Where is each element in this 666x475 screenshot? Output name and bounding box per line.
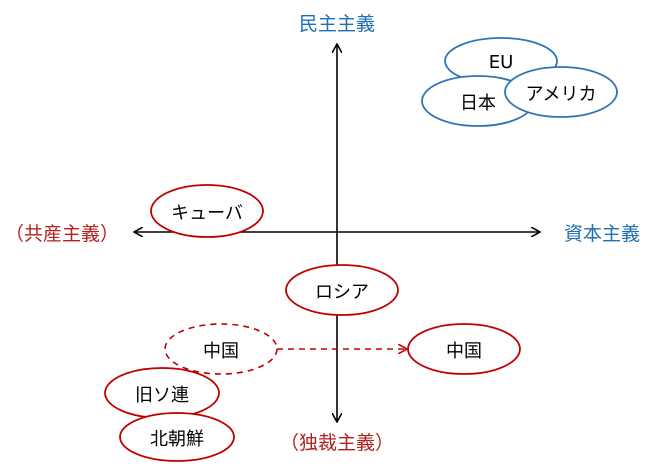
node-america: アメリカ <box>504 66 618 118</box>
node-cuba-label: キューバ <box>171 203 243 224</box>
axis-label-left: （共産主義） <box>5 223 119 245</box>
node-eu-label: EU <box>489 52 514 73</box>
node-russia-label: ロシア <box>315 282 369 303</box>
node-north-korea-label: 北朝鮮 <box>150 429 204 450</box>
axis-label-bottom: （独裁主義） <box>280 432 394 454</box>
node-america-label: アメリカ <box>525 84 596 105</box>
axis-label-top: 民主主義 <box>299 13 375 35</box>
node-cuba: キューバ <box>150 184 264 238</box>
axis-label-right: 資本主義 <box>564 223 640 245</box>
node-former-ussr: 旧ソ連 <box>104 367 220 419</box>
node-russia: ロシア <box>285 264 399 316</box>
node-former-ussr-label: 旧ソ連 <box>135 385 189 406</box>
node-china-past-label: 中国 <box>203 341 239 362</box>
node-china-future-label: 中国 <box>446 341 482 362</box>
node-north-korea: 北朝鮮 <box>119 412 235 462</box>
node-china-past: 中国 <box>164 323 278 375</box>
node-china-future: 中国 <box>407 323 521 375</box>
node-japan-label: 日本 <box>460 93 496 114</box>
